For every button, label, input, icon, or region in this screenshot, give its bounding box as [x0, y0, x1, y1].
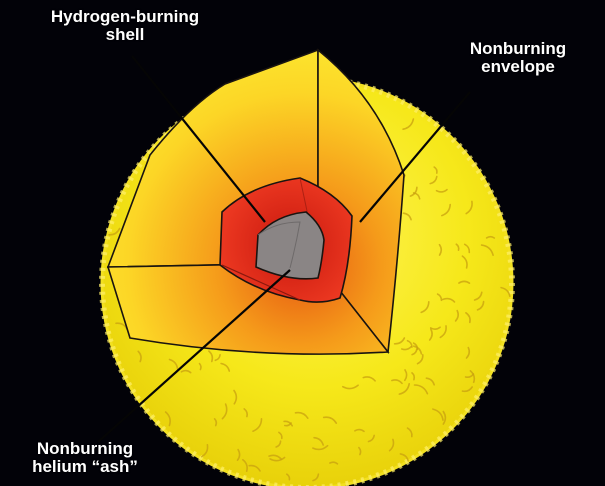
label-hydrogen-burning-shell: Hydrogen-burning shell — [20, 8, 230, 44]
label-ash-line2: helium “ash” — [20, 458, 150, 476]
label-envelope-line1: Nonburning — [448, 40, 588, 58]
label-nonburning-envelope: Nonburning envelope — [448, 40, 588, 76]
label-nonburning-helium-ash: Nonburning helium “ash” — [20, 440, 150, 476]
label-hydrogen-line2: shell — [20, 26, 230, 44]
label-hydrogen-line1: Hydrogen-burning — [20, 8, 230, 26]
label-envelope-line2: envelope — [448, 58, 588, 76]
label-ash-line1: Nonburning — [20, 440, 150, 458]
